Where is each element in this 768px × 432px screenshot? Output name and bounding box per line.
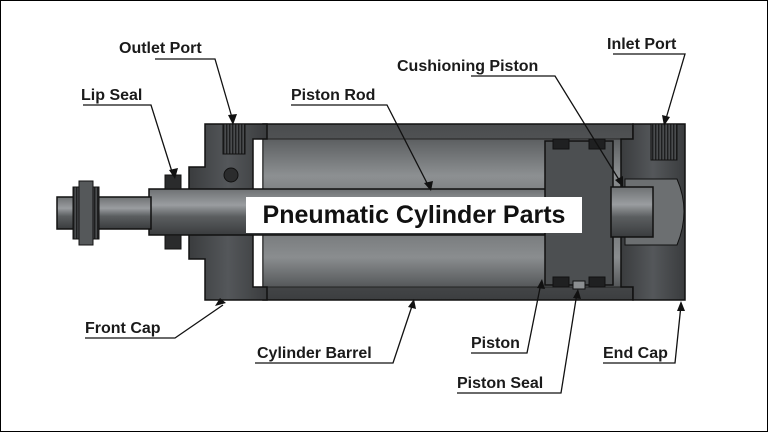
title-box: Pneumatic Cylinder Parts	[246, 197, 582, 233]
label-front-cap: Front Cap	[85, 320, 161, 337]
lip-seal-shape-lower	[164, 234, 182, 250]
inlet-port-threads	[650, 123, 678, 161]
piston-seal-bottom-2	[588, 276, 606, 288]
leader-front-cap	[85, 304, 224, 339]
rod-end	[56, 196, 152, 230]
leader-piston-seal	[457, 292, 578, 394]
leader-end-cap	[603, 304, 682, 364]
leader-piston	[471, 282, 542, 354]
rod-nut	[78, 180, 94, 246]
leader-piston-rod	[291, 104, 430, 188]
piston-seal-bottom	[552, 276, 570, 288]
label-piston-seal: Piston Seal	[457, 375, 544, 392]
label-piston: Piston	[471, 335, 520, 352]
leader-cushioning-piston	[471, 75, 622, 184]
leader-lines	[83, 53, 686, 394]
outlet-port-threads	[222, 123, 246, 155]
front-cap-hole	[223, 167, 239, 183]
leader-lip-seal	[83, 104, 174, 176]
label-inlet-port: Inlet Port	[607, 36, 677, 53]
cushioning-piston-shape	[610, 186, 654, 238]
label-cushioning-piston: Cushioning Piston	[397, 58, 539, 75]
leader-outlet-port	[155, 58, 234, 122]
label-cylinder-barrel: Cylinder Barrel	[257, 345, 372, 362]
wear-ring	[572, 280, 586, 290]
diagram-title: Pneumatic Cylinder Parts	[262, 200, 566, 229]
leader-cylinder-barrel	[255, 302, 414, 364]
label-end-cap: End Cap	[603, 345, 668, 362]
leader-arrowheads	[169, 114, 685, 311]
piston-seal-top	[552, 138, 570, 150]
label-lip-seal: Lip Seal	[81, 87, 143, 104]
lip-seal-shape	[164, 174, 182, 190]
label-piston-rod: Piston Rod	[291, 87, 376, 104]
leader-inlet-port	[613, 53, 686, 123]
label-outlet-port: Outlet Port	[119, 40, 202, 57]
